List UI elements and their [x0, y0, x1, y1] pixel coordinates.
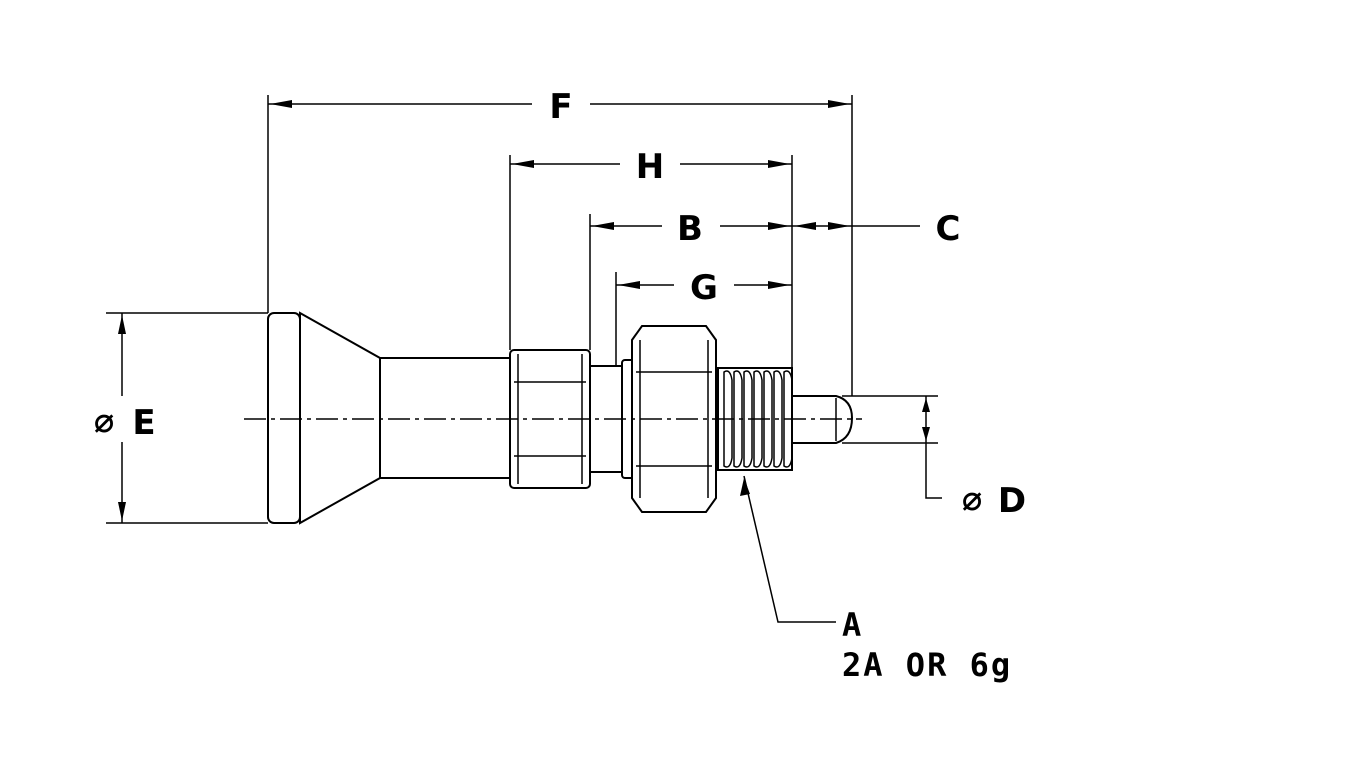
fitting-body: [267, 311, 854, 525]
diameter-e-symbol: ⌀: [94, 401, 114, 441]
dimension-b: B: [590, 209, 792, 249]
thread-crest: [723, 370, 733, 468]
thread-crest: [773, 370, 783, 468]
thread-callout-label: A: [842, 606, 863, 644]
thread-tolerance-note: 2A OR 6g: [842, 646, 1012, 684]
thread-crest: [763, 370, 773, 468]
dimension-c-label: C: [936, 209, 961, 249]
barrel-section: [379, 357, 511, 479]
thread-crests: [723, 370, 793, 468]
dimension-c: C: [792, 209, 960, 249]
dimension-h-label: H: [636, 147, 664, 187]
extension-lines: [106, 95, 938, 524]
thread-crest: [753, 370, 763, 468]
dimension-h: H: [510, 147, 792, 187]
thread-crest: [743, 370, 753, 468]
diameter-d-symbol: ⌀: [962, 479, 982, 519]
dimension-f: F: [268, 87, 852, 127]
dimension-g-label: G: [690, 268, 718, 308]
thread-crest: [733, 370, 743, 468]
thread-callout: A 2A OR 6g: [740, 475, 1012, 684]
dimension-e-label: E: [132, 403, 155, 443]
rear-cylinder: [267, 312, 301, 524]
dimension-f-label: F: [549, 87, 572, 127]
thread-crest: [783, 370, 793, 468]
dimension-g: G: [616, 268, 792, 308]
dimension-d-label: D: [998, 481, 1026, 521]
dimension-b-label: B: [677, 209, 703, 249]
cone-section: [299, 311, 381, 525]
dimension-diameter-d: ⌀ D: [922, 396, 1026, 521]
dimension-diameter-e: ⌀ E: [94, 313, 156, 523]
